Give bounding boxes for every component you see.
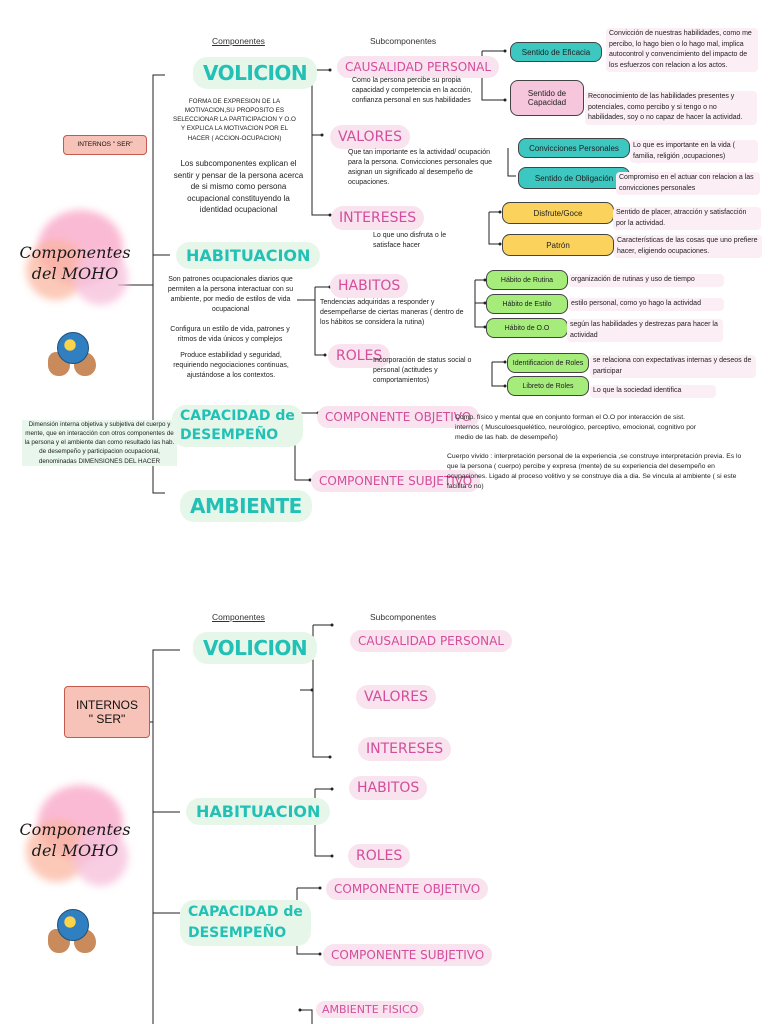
title-blob	[18, 205, 128, 315]
capacidad2-line2: DESEMPEÑO	[188, 925, 287, 941]
causalidad-desc: Como la persona percibe su propia capaci…	[352, 77, 473, 105]
libreto-roles-desc: Lo que la sociedad identifica	[590, 385, 716, 398]
habituacion-desc3: Produce estabilidad y seguridad, requiri…	[173, 352, 289, 380]
globe-hands-icon	[48, 330, 96, 378]
sentido-eficacia-desc: Convicción de nuestras habilidades, como…	[606, 28, 758, 72]
patron-box: Patrón	[502, 234, 614, 256]
habito-oo-box: Hábito de O.O	[486, 318, 568, 338]
title-blob-2	[18, 780, 128, 895]
componente-subjetivo-node-2: COMPONENTE SUBJETIVO	[323, 944, 493, 966]
capacidad-line1: CAPACIDAD de	[180, 408, 295, 424]
internos-line2: " SER"	[88, 712, 126, 726]
ambiente-node: AMBIENTE	[180, 490, 312, 522]
causalidad-node-2: CAUSALIDAD PERSONAL	[350, 630, 513, 652]
habitos-node-2: HABITOS	[349, 776, 428, 800]
componentes-header: Componentes	[212, 36, 265, 46]
componente-subjetivo-node: COMPONENTE SUBJETIVO	[311, 470, 481, 492]
internos-box: INTERNOS " SER"	[63, 135, 147, 155]
habituacion-desc1: Son patrones ocupacionales diarios que p…	[167, 276, 294, 314]
habituacion-node-2: HABITUACION	[186, 798, 331, 825]
convicciones-desc: Lo que es importante en la vida ( famili…	[630, 140, 758, 163]
ambiente-fisico-node-2: AMBIENTE FISICO	[316, 1001, 425, 1018]
intereses-desc: Lo que uno disfruta o le satisface hacer	[373, 232, 447, 250]
disfrute-box: Disfrute/Goce	[502, 202, 614, 224]
habito-oo-desc: según las habilidades y destrezas para h…	[567, 319, 723, 342]
volicion-node-2: VOLICION	[193, 632, 318, 664]
valores-node-2: VALORES	[356, 685, 437, 709]
subcomponentes-header: Subcomponentes	[370, 36, 437, 46]
intereses-node-2: INTERESES	[358, 737, 452, 761]
capacidad2-line1: CAPACIDAD de	[188, 904, 303, 920]
componente-subjetivo-desc: Cuerpo vivido : interpretación personal …	[447, 453, 742, 490]
roles-node-2: ROLES	[348, 844, 411, 868]
libreto-roles-box: Libreto de Roles	[507, 376, 589, 396]
capacidad-desc: Dimensión interna objetiva y subjetiva d…	[22, 420, 177, 466]
volicion-desc2: Los subcomponentes explican el sentir y …	[173, 159, 304, 215]
obligacion-box: Sentido de Obligación	[518, 167, 630, 189]
globe-hands-icon-2	[48, 907, 96, 955]
roles-node: ROLES	[328, 344, 391, 368]
componente-objetivo-desc: Comp. físico y mental que en conjunto fo…	[455, 414, 697, 441]
identificacion-roles-box: Identificacion de Roles	[507, 353, 589, 373]
capacidad-node: CAPACIDAD de DESEMPEÑO	[172, 405, 303, 447]
intereses-node: INTERESES	[331, 206, 425, 230]
sentido-eficacia-box: Sentido de Eficacia	[510, 42, 602, 62]
causalidad-node: CAUSALIDAD PERSONAL	[337, 56, 500, 78]
capacidad-line2: DESEMPEÑO	[180, 426, 279, 443]
sentido-capacidad-desc: Reconocimiento de las habilidades presen…	[585, 91, 757, 125]
habito-rutina-box: Hábito de Rutina	[486, 270, 568, 290]
volicion-node: VOLICION	[193, 57, 318, 89]
valores-node: VALORES	[330, 125, 411, 149]
habito-estilo-desc: estilo personal, como yo hago la activid…	[568, 298, 724, 311]
habituacion-node: HABITUACION	[176, 242, 321, 269]
habito-estilo-box: Hábito de Estilo	[486, 294, 568, 314]
componente-objetivo-node-2: COMPONENTE OBJETIVO	[326, 878, 489, 900]
identificacion-roles-desc: se relaciona con expectativas internas y…	[590, 355, 756, 378]
habitos-node: HABITOS	[330, 274, 409, 298]
capacidad-node-2: CAPACIDAD de DESEMPEÑO	[180, 900, 311, 946]
habituacion-desc2: Configura un estilo de vida, patrones y …	[170, 326, 290, 344]
patron-desc: Características de las cosas que uno pre…	[614, 235, 762, 258]
subcomponentes-header-2: Subcomponentes	[370, 612, 437, 622]
habitos-desc: Tendencias adquiridas a responder y dese…	[320, 299, 464, 327]
title2-line2: del MOHO	[31, 841, 119, 860]
volicion-desc1: FORMA DE EXPRESION DE LA MOTIVACION,SU P…	[173, 98, 296, 142]
valores-desc: Que tan importante es la actividad/ ocup…	[348, 149, 492, 187]
componentes-header-2: Componentes	[212, 612, 265, 622]
internos-line1: INTERNOS	[75, 698, 138, 712]
habito-rutina-desc: organización de rutinas y uso de tiempo	[568, 274, 724, 287]
internos-box-2: INTERNOS " SER"	[64, 686, 150, 738]
title2-line1: Componentes	[19, 820, 131, 839]
convicciones-box: Convicciones Personales	[518, 138, 630, 158]
sentido-capacidad-box: Sentido de Capacidad	[510, 80, 584, 116]
roles-desc: Incorporación de status social o persona…	[373, 357, 472, 385]
obligacion-desc: Compromiso en el actuar con relacion a l…	[616, 172, 760, 195]
title-line2: del MOHO	[31, 264, 119, 283]
title-line1: Componentes	[19, 243, 131, 262]
componente-objetivo-node: COMPONENTE OBJETIVO	[317, 406, 480, 428]
disfrute-desc: Sentido de placer, atracción y satisfacc…	[613, 207, 761, 230]
